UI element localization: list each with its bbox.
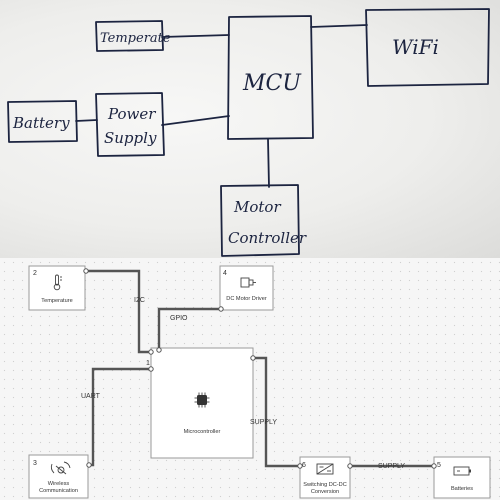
wb-line-power-mcu bbox=[161, 115, 230, 126]
port-batteries-in[interactable] bbox=[431, 463, 437, 469]
wb-line-mcu-wifi bbox=[310, 24, 368, 28]
block-diagram: 2 Temperature 4 DC Motor Driver bbox=[28, 265, 491, 499]
whiteboard-photo: Temperate MCU WiFi Battery Power Supply … bbox=[0, 0, 500, 258]
wb-temperature-box bbox=[95, 20, 164, 52]
edge-label-supply-batteries: SUPPLY bbox=[378, 463, 405, 470]
motor-icon bbox=[240, 277, 256, 288]
block-switching-dc-dc-label-line2: Conversion bbox=[311, 489, 339, 495]
block-dc-motor-driver-number: 4 bbox=[223, 270, 227, 277]
wb-wifi-box bbox=[365, 8, 490, 87]
battery-icon bbox=[453, 466, 471, 476]
wb-line-battery-power bbox=[75, 119, 98, 122]
block-temperature-frame bbox=[28, 265, 86, 311]
block-wireless-communication-label-line1: Wireless bbox=[48, 481, 70, 487]
wb-temperature-label: Temperate bbox=[100, 31, 171, 46]
wb-power-label-line1: Power bbox=[107, 105, 156, 123]
port-dcdc-out[interactable] bbox=[347, 463, 353, 469]
block-wireless-communication-number: 3 bbox=[33, 460, 37, 467]
block-temperature-number: 2 bbox=[33, 270, 37, 277]
port-temperature-out[interactable] bbox=[83, 268, 89, 274]
wb-battery-box bbox=[7, 100, 78, 143]
wb-motor-label-line2: Controller bbox=[228, 229, 307, 247]
block-dc-motor-driver[interactable]: 4 DC Motor Driver bbox=[219, 265, 274, 311]
port-dcdc-in[interactable] bbox=[297, 463, 303, 469]
antenna-icon bbox=[50, 461, 71, 475]
wb-line-temp-mcu bbox=[161, 34, 230, 38]
wb-mcu-label: MCU bbox=[242, 71, 302, 96]
wb-power-supply-box bbox=[95, 92, 165, 157]
wb-motor-controller-box bbox=[220, 184, 300, 257]
block-wireless-communication-label-line2: Communication bbox=[39, 488, 78, 494]
converter-icon bbox=[316, 463, 334, 475]
wire-uart[interactable] bbox=[90, 367, 151, 467]
port-mcu-i2c[interactable] bbox=[148, 349, 154, 355]
wire-gpio[interactable] bbox=[157, 307, 221, 348]
block-temperature[interactable]: 2 Temperature bbox=[28, 265, 86, 311]
block-wireless-communication-frame bbox=[28, 454, 89, 499]
block-microcontroller[interactable]: 1 Microcontroller bbox=[146, 347, 254, 459]
port-wireless-out[interactable] bbox=[86, 462, 92, 468]
whiteboard-sketch: Temperate MCU WiFi Battery Power Supply … bbox=[7, 8, 490, 257]
block-batteries-frame bbox=[433, 456, 491, 499]
wb-mcu-box bbox=[227, 15, 314, 140]
wire-supply-mcu-dcdc[interactable] bbox=[253, 356, 300, 468]
edge-label-i2c: I2C bbox=[134, 297, 145, 304]
port-mcu-gpio[interactable] bbox=[156, 347, 162, 353]
wb-motor-label-line1: Motor bbox=[233, 198, 281, 216]
block-switching-dc-dc-number: 6 bbox=[302, 462, 306, 469]
edge-label-supply-mcu: SUPPLY bbox=[250, 419, 277, 426]
edge-label-uart: UART bbox=[81, 393, 101, 400]
diagram-canvas[interactable]: 2 Temperature 4 DC Motor Driver bbox=[0, 258, 500, 500]
block-microcontroller-number: 1 bbox=[146, 360, 150, 367]
block-switching-dc-dc-label-line1: Switching DC-DC bbox=[303, 482, 347, 488]
wb-power-label-line2: Supply bbox=[104, 129, 157, 147]
block-microcontroller-label: Microcontroller bbox=[184, 429, 221, 435]
port-motor-in[interactable] bbox=[218, 306, 224, 312]
block-temperature-label: Temperature bbox=[41, 298, 72, 304]
block-switching-dc-dc[interactable]: 6 Switching DC-DC Conversion bbox=[299, 456, 351, 499]
block-wireless-communication[interactable]: 3 Wireless Communication bbox=[28, 454, 89, 499]
block-batteries-label: Batteries bbox=[451, 486, 473, 492]
wb-wifi-label: WiFi bbox=[392, 35, 439, 59]
wire-i2c[interactable] bbox=[86, 269, 151, 354]
chip-icon bbox=[194, 392, 210, 408]
wb-battery-label: Battery bbox=[12, 114, 70, 132]
block-batteries-number: 5 bbox=[437, 462, 441, 469]
port-mcu-uart[interactable] bbox=[148, 366, 154, 372]
port-mcu-supply[interactable] bbox=[250, 355, 256, 361]
wb-line-mcu-motor bbox=[267, 138, 270, 188]
edge-label-gpio: GPIO bbox=[170, 315, 188, 322]
block-dc-motor-driver-frame bbox=[219, 265, 274, 311]
block-dc-motor-driver-label: DC Motor Driver bbox=[226, 296, 267, 302]
block-batteries[interactable]: 5 Batteries bbox=[433, 456, 491, 499]
thermometer-icon bbox=[53, 274, 62, 291]
